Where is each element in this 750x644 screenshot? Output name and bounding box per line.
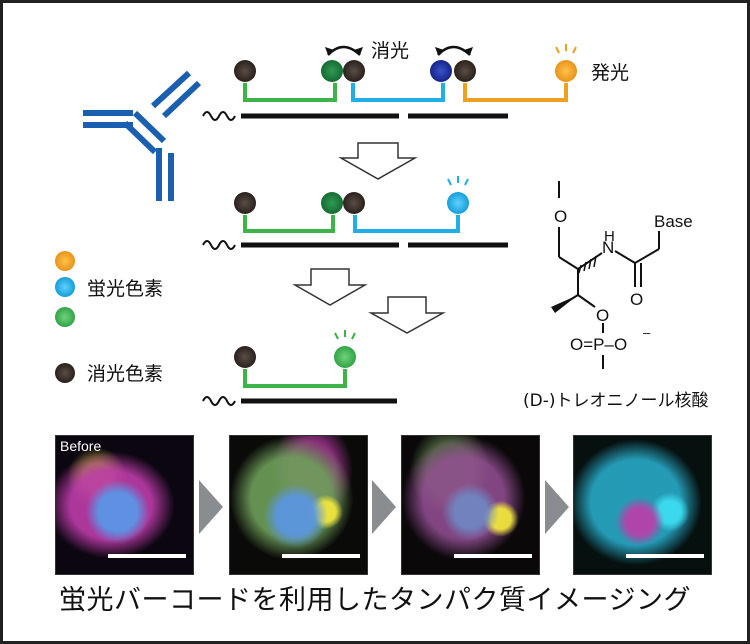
- micro-panel-4: [573, 435, 712, 575]
- scale-bar: [282, 554, 360, 558]
- scale-bar: [108, 554, 186, 558]
- phosphate-group: O=P–O: [570, 335, 627, 354]
- label-base: Base: [654, 212, 693, 231]
- micro-panel-3: [401, 435, 540, 575]
- atom-h: H: [604, 228, 615, 245]
- atom-o-carbonyl: O: [630, 290, 643, 309]
- strand-row-1: [234, 44, 577, 119]
- scale-bar: [454, 554, 532, 558]
- micro-panel-2: [229, 435, 368, 575]
- down-arrow-1: [338, 142, 418, 180]
- legend: [55, 251, 75, 383]
- panel-arrow-1: [199, 480, 223, 534]
- strand-row-3: [234, 330, 397, 404]
- legend-fluorescent: 蛍光色素: [87, 278, 163, 300]
- figure-caption: 蛍光バーコードを利用したタンパク質イメージング: [59, 585, 691, 616]
- antibody-icon: [83, 70, 202, 201]
- atom-o-top: O: [554, 207, 567, 226]
- linker-wave-1: [202, 111, 236, 121]
- threoninol-structure: [554, 181, 660, 369]
- strand-row-2: [234, 176, 508, 248]
- label-emission: 発光: [591, 62, 629, 84]
- label-quench: 消光: [371, 40, 409, 62]
- down-arrow-3: [368, 296, 446, 334]
- atom-o-ester: O: [596, 306, 609, 325]
- linker-wave-3: [202, 396, 236, 406]
- wedge-bond: [551, 295, 578, 313]
- linker-wave-2: [202, 240, 236, 250]
- diagram-canvas: O N H O Base O O=P–O – 消光 発光 蛍光色素 消光色素 (…: [55, 40, 709, 411]
- scale-bar: [626, 554, 704, 558]
- atom-n: N: [602, 238, 614, 257]
- panel-label: Before: [60, 438, 102, 454]
- hash-bond: [578, 255, 597, 274]
- down-arrow-2: [292, 268, 368, 306]
- legend-quencher: 消光色素: [87, 363, 163, 385]
- label-nucleic-acid: (D-)トレオニノール核酸: [523, 391, 709, 411]
- micro-panel-1: Before: [55, 435, 194, 575]
- panel-arrow-2: [372, 480, 396, 534]
- charge-minus: –: [643, 325, 651, 340]
- panel-arrow-3: [545, 480, 569, 534]
